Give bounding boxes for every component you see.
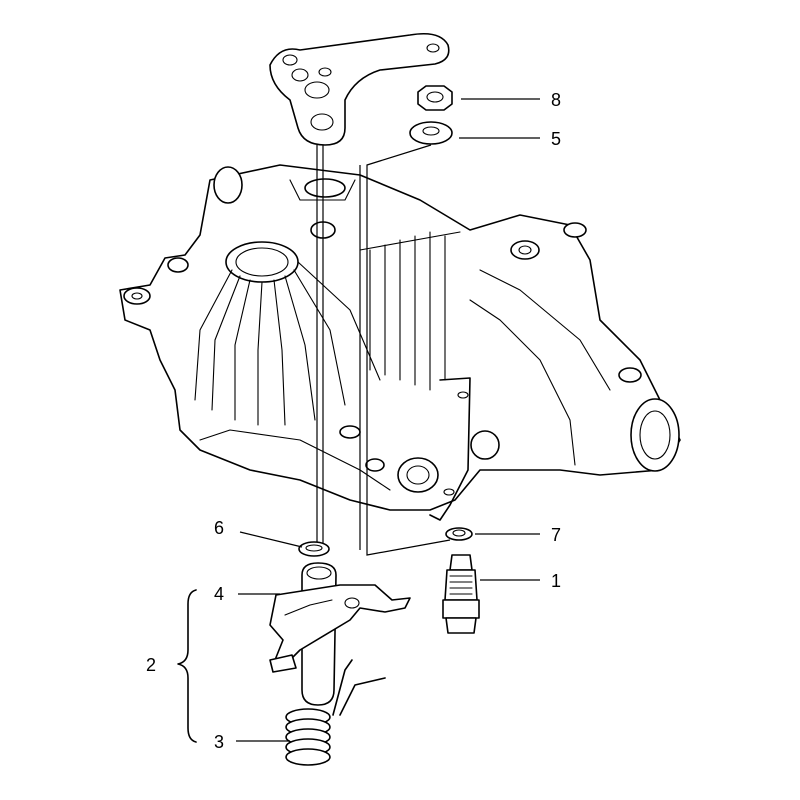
callout-7: 7: [551, 525, 561, 545]
callout-2: 2: [146, 655, 156, 675]
assembly-axis-lines: [316, 144, 451, 556]
callout-5: 5: [551, 129, 561, 149]
retaining-ring-part-6: [298, 541, 330, 557]
retaining-ring-part-7: [445, 527, 473, 541]
callout-3: 3: [214, 732, 224, 752]
callout-8: 8: [551, 90, 561, 110]
shift-arm-bracket: [269, 32, 450, 146]
washer-part-5: [409, 121, 453, 145]
callout-6: 6: [214, 518, 224, 538]
torsion-spring-part-3: [285, 659, 386, 766]
switch-part-1: [442, 554, 480, 634]
callout-labels: 8 5 6 7 1 4 2 3: [146, 90, 561, 752]
nut-part-8: [417, 85, 453, 111]
leader-lines: [236, 98, 540, 742]
group-bracket-part-2: [177, 589, 197, 743]
callout-4: 4: [214, 584, 224, 604]
shift-fork-part-4: [269, 562, 411, 706]
transmission-housing: [119, 164, 681, 521]
callout-1: 1: [551, 571, 561, 591]
